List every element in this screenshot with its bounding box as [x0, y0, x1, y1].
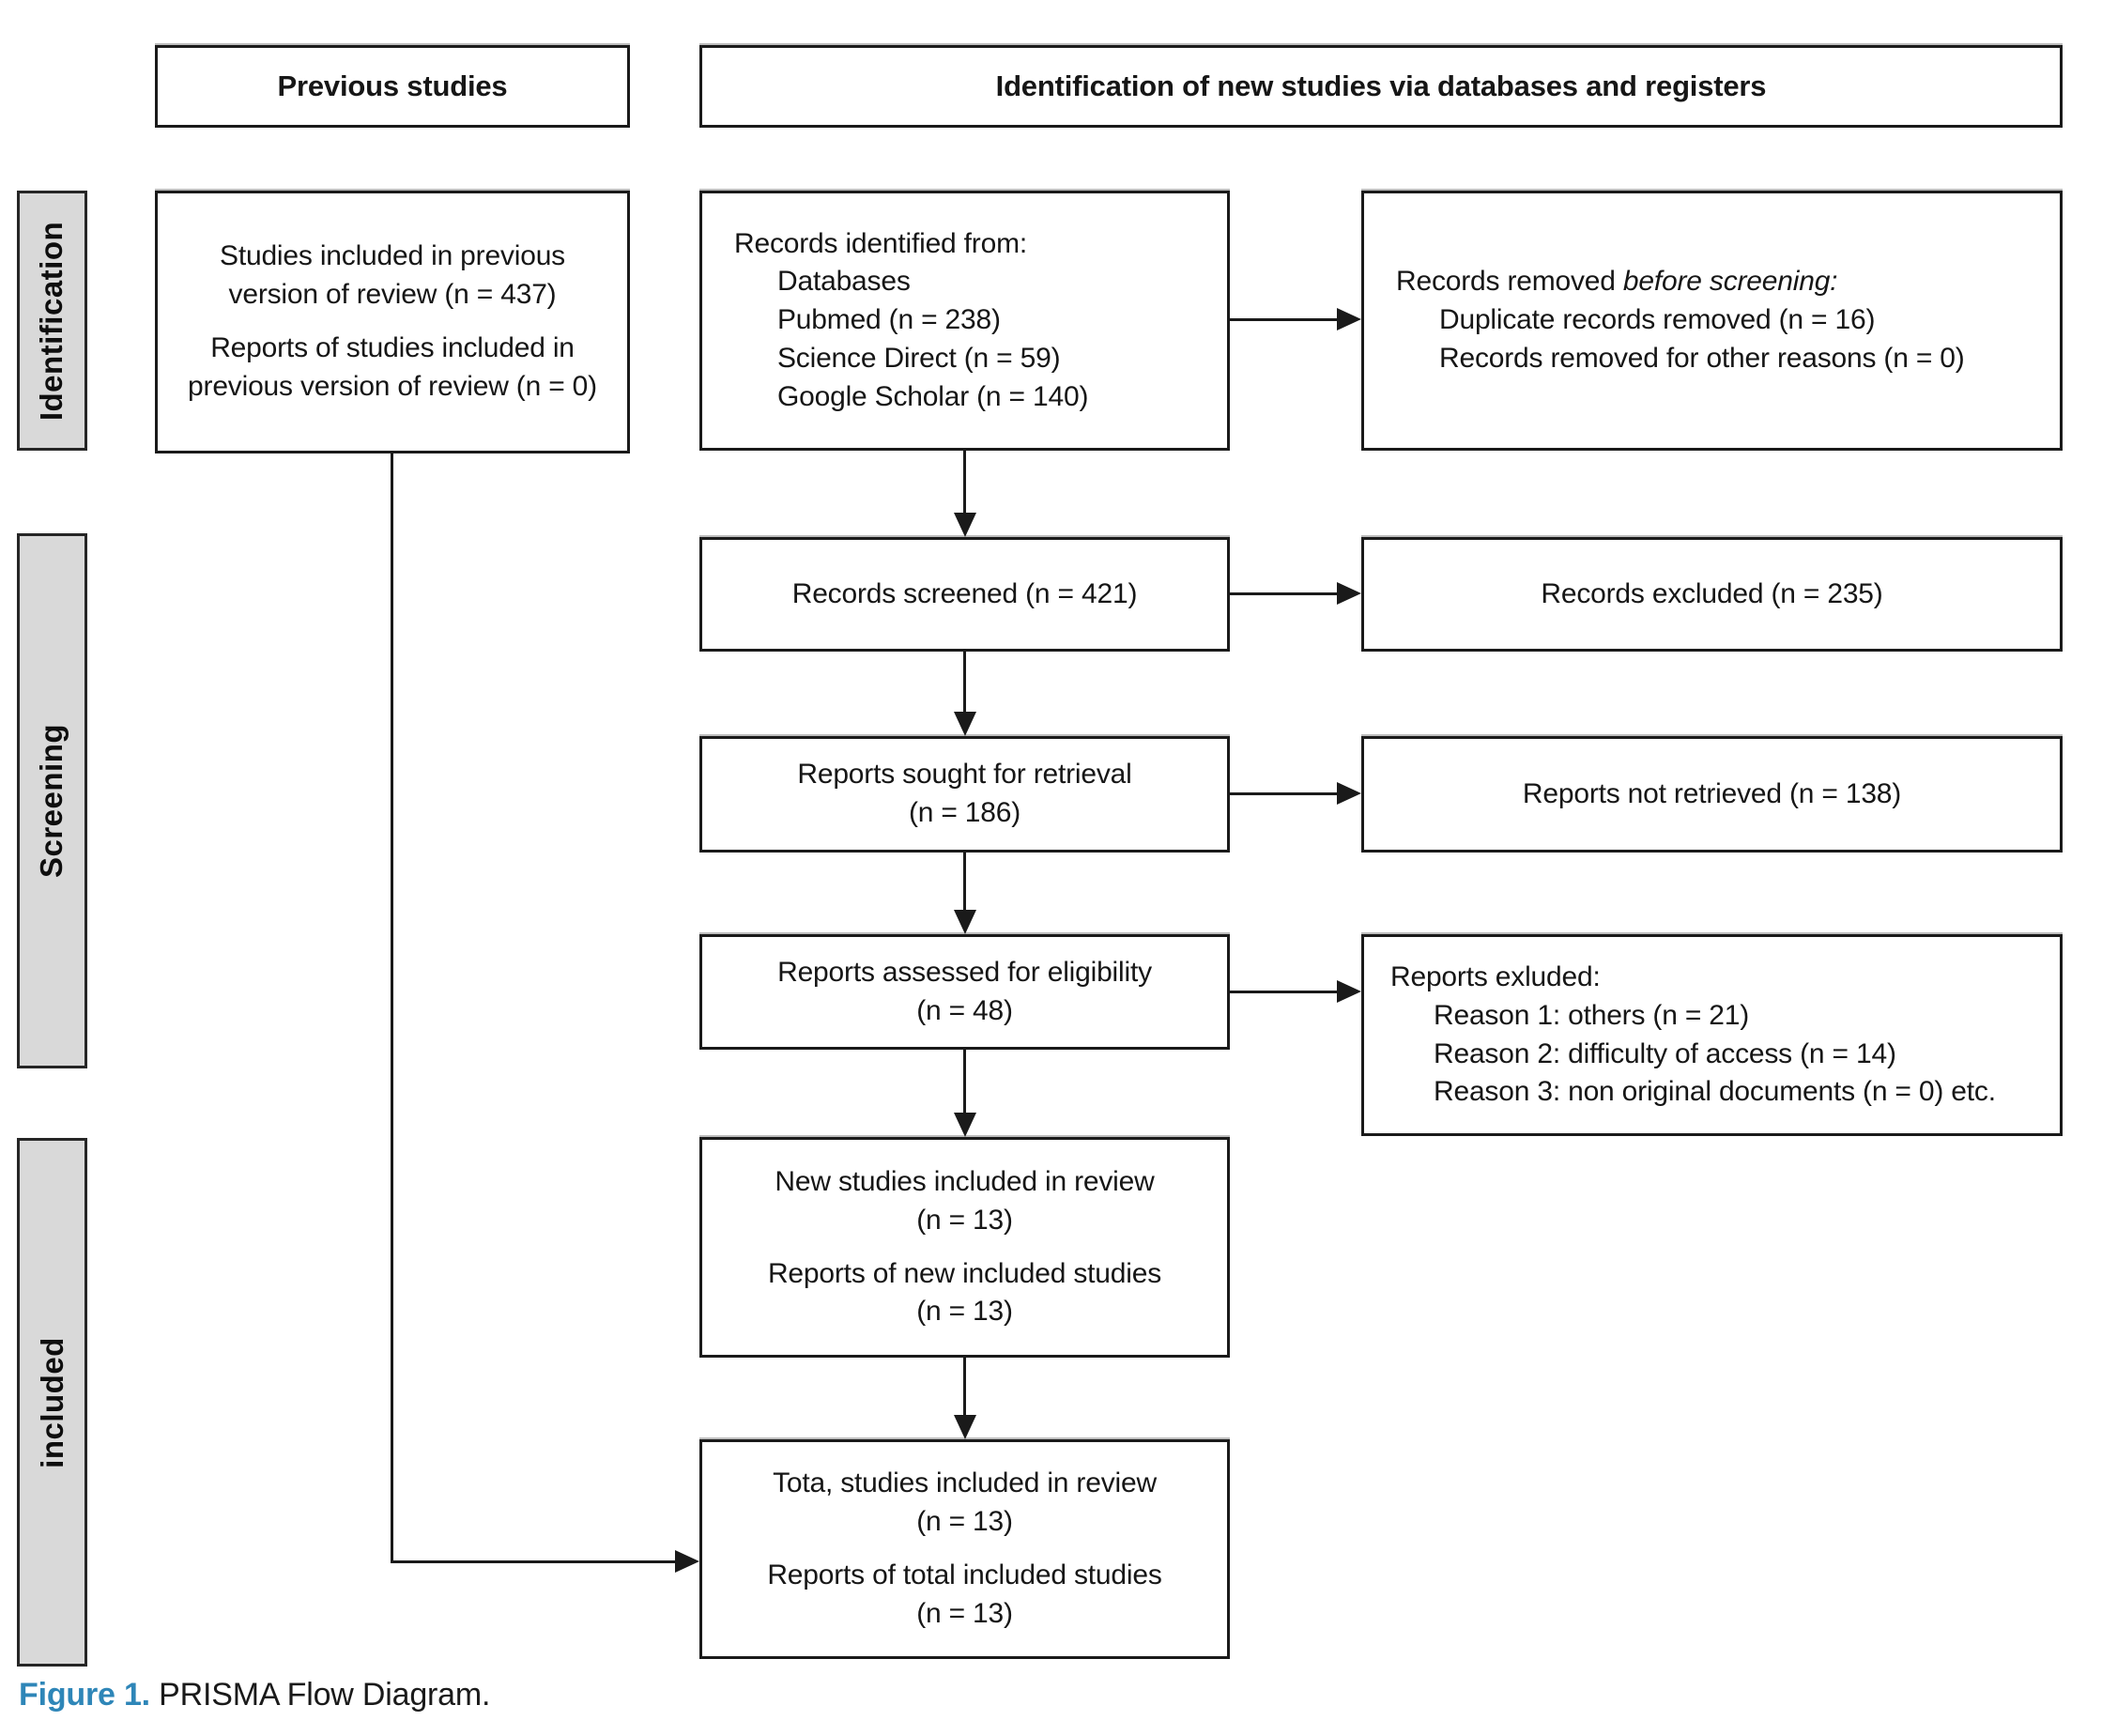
arrow-assessed-to-new-head — [954, 1113, 976, 1137]
reports-sought-line1: Reports sought for retrieval — [797, 759, 1132, 791]
box-previous-studies: Studies included in previous version of … — [155, 191, 630, 453]
arrow-assessed-to-reportsexcluded-line — [1230, 991, 1337, 993]
records-removed-item: Records removed for other reasons (n = 0… — [1439, 342, 1965, 374]
records-identified-item: Pubmed (n = 238) — [777, 304, 1001, 336]
arrow-sought-to-assessed-line — [963, 853, 966, 912]
total-para1-line2: (n = 13) — [916, 1506, 1013, 1538]
records-removed-title-italic: before screening: — [1622, 266, 1838, 298]
arrow-identified-to-screened-head — [954, 513, 976, 537]
box-reports-sought: Reports sought for retrieval (n = 186) — [699, 736, 1230, 853]
records-identified-item: Science Direct (n = 59) — [777, 342, 1061, 374]
previous-studies-para2: Reports of studies included in previous … — [188, 332, 597, 402]
sidebar-stage-identification: Identification — [17, 191, 87, 451]
sidebar-stage-screening-label: Screening — [34, 723, 69, 879]
arrow-screened-to-sought-head — [954, 712, 976, 736]
records-excluded-label: Records excluded (n = 235) — [1541, 577, 1883, 609]
records-removed-title: Records removed before screening: — [1396, 263, 1838, 301]
reports-excluded-title: Reports exluded: — [1390, 960, 1601, 992]
reports-not-retrieved-label: Reports not retrieved (n = 138) — [1522, 777, 1902, 809]
arrow-identified-to-removed-head — [1337, 308, 1361, 330]
reports-excluded-item: Reason 2: difficulty of access (n = 14) — [1434, 1037, 1896, 1069]
sidebar-stage-screening: Screening — [17, 533, 87, 1068]
records-removed-title-prefix: Records removed — [1396, 266, 1623, 298]
arrow-identified-to-removed-line — [1230, 318, 1337, 321]
sidebar-stage-included-label: included — [34, 1336, 69, 1468]
box-reports-not-retrieved: Reports not retrieved (n = 138) — [1361, 736, 2063, 853]
arrow-previous-to-total-hline — [391, 1560, 675, 1563]
box-records-excluded: Records excluded (n = 235) — [1361, 537, 2063, 652]
arrow-identified-to-screened-line — [963, 451, 966, 515]
arrow-screened-to-sought-line — [963, 652, 966, 714]
arrow-screened-to-excluded-line — [1230, 592, 1337, 595]
arrow-new-to-total-head — [954, 1415, 976, 1439]
new-studies-para1-line1: New studies included in review — [775, 1165, 1155, 1197]
arrow-assessed-to-reportsexcluded-head — [1337, 980, 1361, 1003]
box-records-removed: Records removed before screening: Duplic… — [1361, 191, 2063, 451]
reports-excluded-item: Reason 1: others (n = 21) — [1434, 999, 1750, 1031]
figure-caption-text: PRISMA Flow Diagram. — [149, 1677, 491, 1713]
box-reports-excluded: Reports exluded: Reason 1: others (n = 2… — [1361, 934, 2063, 1136]
records-identified-item: Databases — [777, 266, 911, 298]
box-total-studies-included: Tota, studies included in review (n = 13… — [699, 1439, 1230, 1659]
figure-caption-label: Figure 1. — [19, 1677, 150, 1713]
box-records-identified: Records identified from: Databases Pubme… — [699, 191, 1230, 451]
previous-studies-para1: Studies included in previous version of … — [220, 240, 565, 311]
reports-excluded-item: Reason 3: non original documents (n = 0)… — [1434, 1076, 1996, 1108]
arrow-new-to-total-line — [963, 1358, 966, 1415]
header-identification-new-studies: Identification of new studies via databa… — [699, 45, 2063, 128]
arrow-previous-to-total-head — [675, 1550, 699, 1573]
arrow-sought-to-notretrieved-line — [1230, 792, 1337, 795]
arrow-previous-to-total-vline — [391, 453, 393, 1563]
records-identified-title: Records identified from: — [734, 227, 1028, 259]
new-studies-para2-line1: Reports of new included studies — [767, 1257, 1162, 1289]
header-previous-studies-label: Previous studies — [277, 69, 508, 102]
new-studies-para1-line2: (n = 13) — [916, 1204, 1013, 1236]
total-para2-line2: (n = 13) — [916, 1597, 1013, 1629]
box-reports-assessed: Reports assessed for eligibility (n = 48… — [699, 934, 1230, 1050]
arrow-assessed-to-new-line — [963, 1050, 966, 1113]
reports-sought-line2: (n = 186) — [908, 797, 1021, 828]
total-para2-line1: Reports of total included studies — [767, 1559, 1162, 1590]
records-identified-item: Google Scholar (n = 140) — [777, 380, 1089, 412]
new-studies-para2-line2: (n = 13) — [916, 1296, 1013, 1328]
figure-caption: Figure 1. PRISMA Flow Diagram. — [19, 1677, 490, 1713]
sidebar-stage-identification-label: Identification — [34, 221, 69, 421]
records-screened-label: Records screened (n = 421) — [791, 577, 1138, 609]
box-records-screened: Records screened (n = 421) — [699, 537, 1230, 652]
arrow-screened-to-excluded-head — [1337, 582, 1361, 605]
header-identification-new-studies-label: Identification of new studies via databa… — [995, 69, 1767, 102]
records-removed-item: Duplicate records removed (n = 16) — [1439, 304, 1876, 336]
arrow-sought-to-assessed-head — [954, 910, 976, 934]
reports-assessed-line2: (n = 48) — [916, 994, 1013, 1026]
header-previous-studies: Previous studies — [155, 45, 630, 128]
arrow-sought-to-notretrieved-head — [1337, 782, 1361, 805]
sidebar-stage-included: included — [17, 1138, 87, 1667]
reports-assessed-line1: Reports assessed for eligibility — [777, 956, 1152, 988]
total-para1-line1: Tota, studies included in review — [773, 1467, 1157, 1499]
box-new-studies-included: New studies included in review (n = 13) … — [699, 1137, 1230, 1358]
